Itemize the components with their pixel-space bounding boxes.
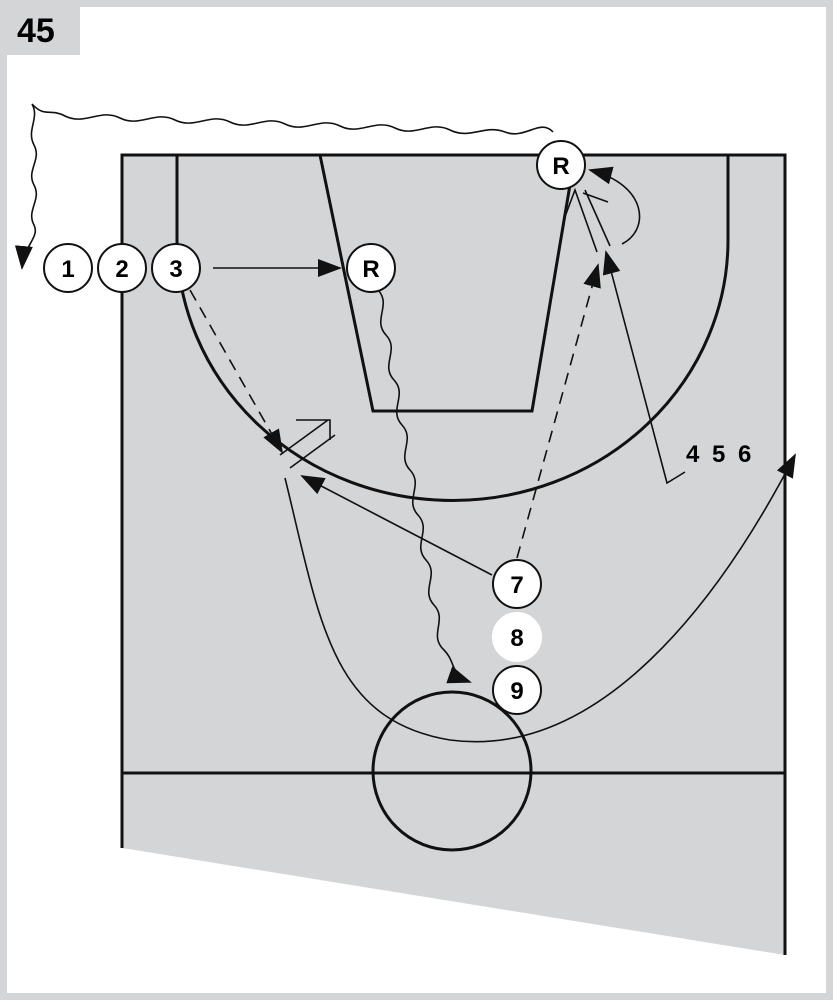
player-2: 2 bbox=[97, 243, 147, 293]
rebounder-top: R bbox=[536, 140, 586, 190]
svg-text:1: 1 bbox=[61, 256, 74, 283]
svg-text:8: 8 bbox=[510, 625, 523, 652]
svg-text:9: 9 bbox=[510, 678, 523, 705]
svg-text:R: R bbox=[552, 153, 569, 180]
cut-456 bbox=[602, 250, 686, 485]
center-circle bbox=[371, 690, 533, 852]
long-curve-cut bbox=[284, 453, 796, 743]
svg-text:2: 2 bbox=[115, 256, 128, 283]
player-8: 8 bbox=[492, 612, 542, 662]
player-3: 3 bbox=[151, 243, 201, 293]
curl-to-r bbox=[588, 166, 641, 245]
screen-mark-right bbox=[562, 187, 611, 253]
player-1: 1 bbox=[43, 243, 93, 293]
svg-text:3: 3 bbox=[169, 256, 182, 283]
diagram-number: 45 bbox=[7, 7, 80, 55]
screen-mark-left bbox=[279, 419, 336, 469]
court-outline bbox=[120, 153, 787, 955]
dribble-path-r-down bbox=[377, 289, 472, 684]
pass-7-to-screen bbox=[300, 475, 493, 576]
player-9: 9 bbox=[492, 665, 542, 715]
lane bbox=[318, 154, 577, 413]
group-label-456: 4 5 6 bbox=[686, 441, 751, 468]
dashed-cut-7 bbox=[516, 263, 601, 559]
svg-text:7: 7 bbox=[510, 572, 523, 599]
dribble-path-outlet bbox=[14, 103, 554, 270]
rebounder-left: R bbox=[346, 243, 396, 293]
three-point-arc bbox=[175, 155, 730, 502]
player-7: 7 bbox=[492, 559, 542, 609]
svg-text:R: R bbox=[362, 256, 379, 283]
dashed-cut-3 bbox=[189, 289, 283, 454]
